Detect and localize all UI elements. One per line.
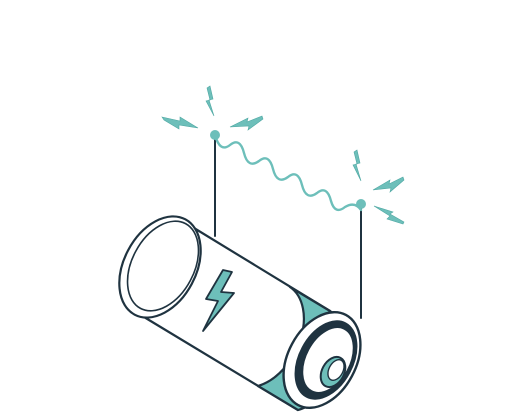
contact-dot-left — [210, 130, 220, 140]
battery-left-cap-inner — [126, 220, 200, 312]
lightning-bolt-icon — [202, 269, 235, 332]
contact-dot-right — [356, 199, 366, 209]
electric-spark-icon — [352, 149, 405, 225]
battery-left-cap — [118, 215, 202, 319]
battery-terminal-top — [327, 359, 345, 381]
wavy-current-wire — [213, 133, 363, 212]
battery-icon — [118, 215, 362, 412]
electric-spark-icon — [161, 85, 264, 131]
